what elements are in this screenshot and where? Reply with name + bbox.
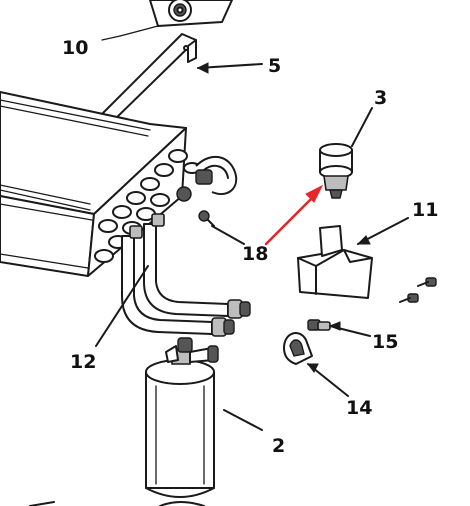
leader-5 [197, 63, 263, 69]
leader-10 [101, 35, 121, 41]
bottom-partial-part [29, 501, 205, 506]
callout-labels: 10 5 3 11 18 15 12 14 2 [62, 37, 438, 457]
highlight-arrow [264, 184, 324, 246]
part-11-switch-cover [297, 225, 373, 299]
callout-12: 12 [70, 351, 96, 373]
callout-15: 15 [372, 331, 398, 353]
leader-2 [223, 409, 263, 431]
leader-12 [95, 265, 149, 347]
callout-2: 2 [272, 435, 285, 457]
highlight-arrow-head [305, 184, 324, 203]
part-2-receiver-drier [145, 337, 219, 498]
cover-screws [399, 277, 437, 303]
part-18-screw [198, 210, 215, 227]
leader-14-arrow [307, 363, 319, 373]
callout-5: 5 [268, 55, 281, 77]
leader-18 [211, 225, 245, 245]
leader-3 [351, 107, 373, 147]
part-12-refrigerant-pipes [121, 213, 251, 337]
callout-14: 14 [346, 397, 372, 419]
part-14-clamp [283, 332, 313, 365]
leader-11-arrow [356, 235, 371, 245]
leader-15-arrow [328, 321, 341, 331]
evaporator-core [0, 91, 238, 277]
part-10-mounting-block [119, 0, 233, 37]
leader-5-arrow [196, 62, 209, 74]
leader-lines [95, 35, 409, 431]
callout-18: 18 [242, 243, 268, 265]
callout-3: 3 [374, 87, 387, 109]
callout-11: 11 [412, 199, 438, 221]
part-3-pressure-switch [319, 143, 353, 199]
callout-10: 10 [62, 37, 88, 59]
highlight-arrow-shaft [264, 192, 318, 246]
part-15-fitting [307, 319, 331, 331]
